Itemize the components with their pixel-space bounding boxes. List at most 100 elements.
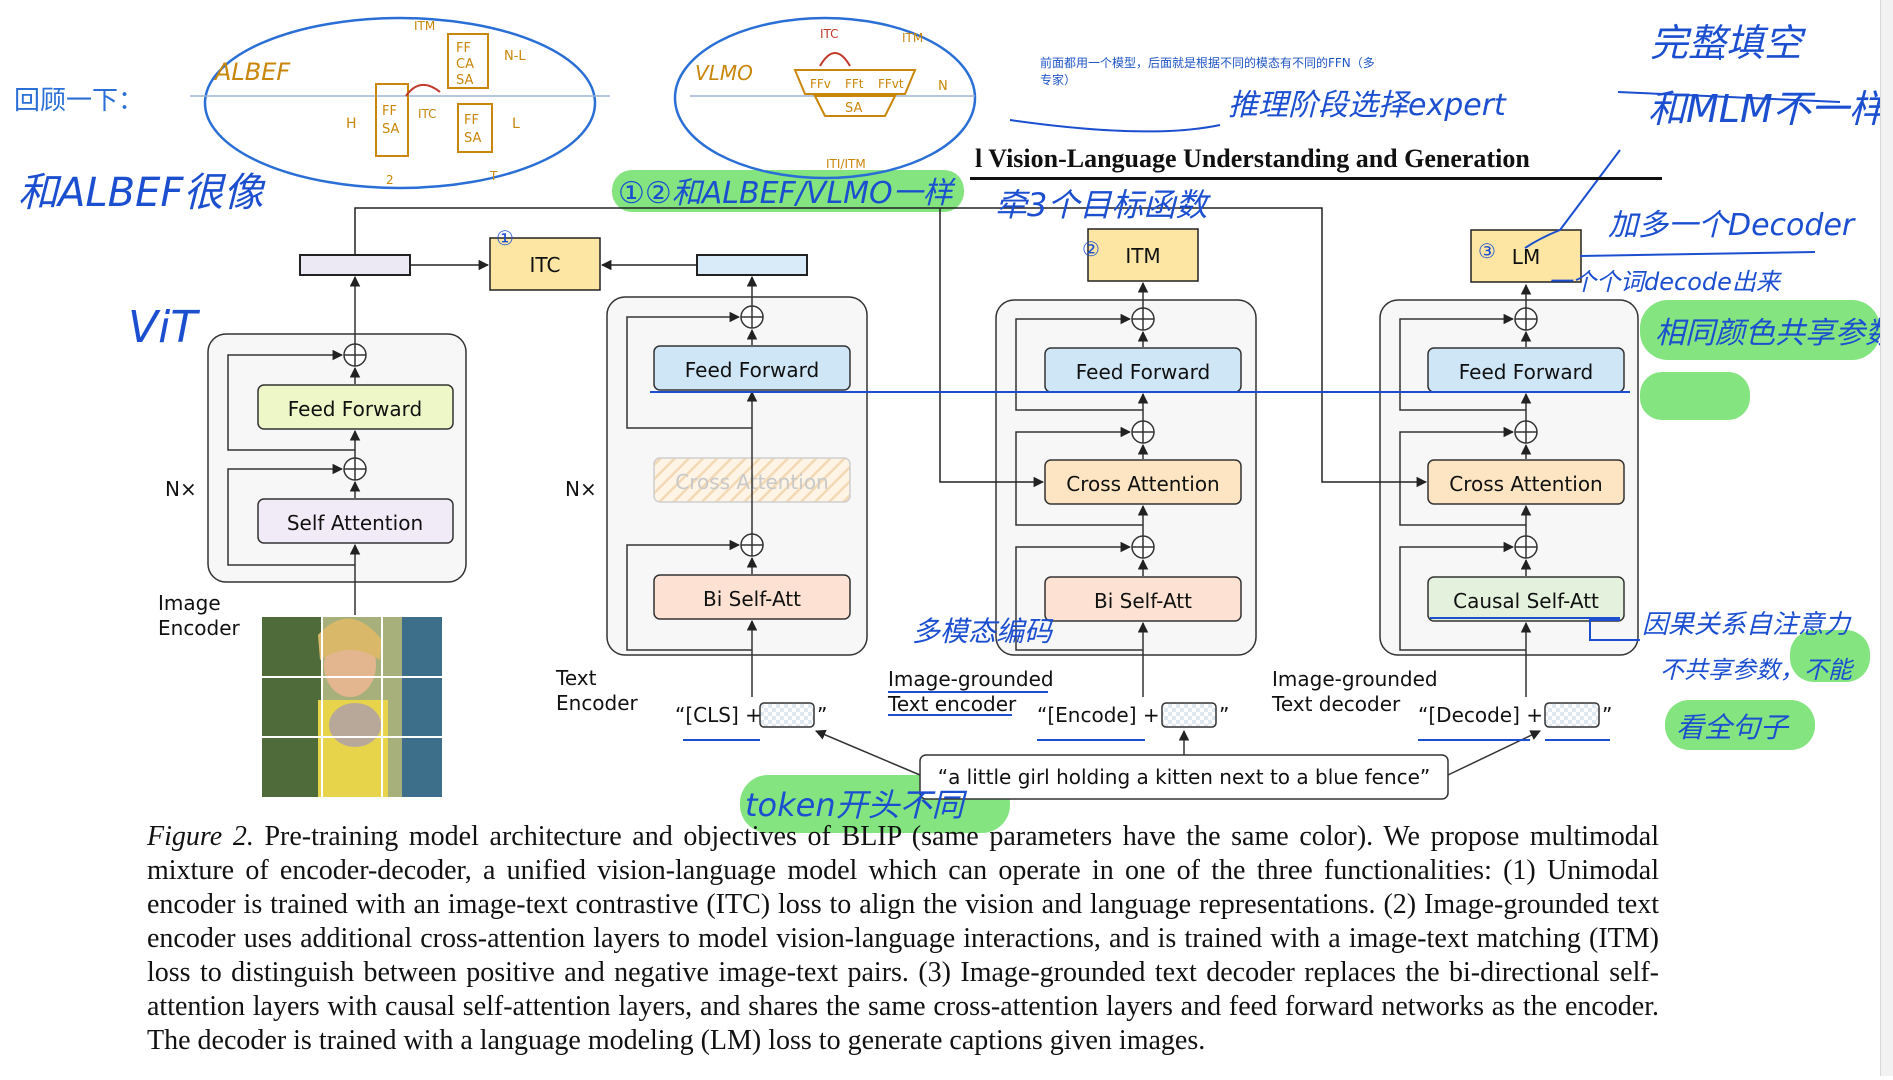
albef-title: ALBEF: [213, 58, 291, 86]
image-label-2: Encoder: [158, 616, 241, 640]
itc-box: [489, 237, 601, 291]
itc-section: ITC: [299, 237, 808, 291]
albef-nl: N-L: [504, 49, 526, 64]
albef-sa-right: SA: [464, 131, 481, 146]
grounded-decoder-input: “[Decode] +: [1418, 703, 1543, 727]
hw-albef-like: 和ALBEF很像: [18, 170, 264, 216]
hw-diff-mlm: 和MLM不一样: [1648, 87, 1887, 131]
grounded-encoder-input: “[Encode] +: [1037, 703, 1160, 727]
image-encoder: Feed Forward Self Attention N× Image Enc…: [158, 275, 467, 640]
hw-add-decoder: 加多一个Decoder: [1608, 208, 1855, 243]
image-encoder-ff-label: Feed Forward: [288, 397, 423, 421]
hw-same-color-share: 相同颜色共享参数: [1655, 316, 1893, 351]
caption-input: “a little girl holding a kitten next to …: [815, 729, 1541, 800]
hw-see-full: 看全句子: [1676, 711, 1789, 744]
hw-same-albef-vlmo: ①②和ALBEF/VLMO一样: [618, 176, 953, 211]
hw-vit: ViT: [128, 302, 198, 353]
paper-title: l Vision-Language Understanding and Gene…: [975, 144, 1530, 173]
vlmo-fft: FFt: [845, 77, 864, 91]
expert-stroke: [1009, 119, 1221, 133]
vlmo-itc: ITC: [820, 27, 839, 41]
circled-2: ②: [1082, 237, 1100, 261]
grounded-decoder-label-1: Image-grounded: [1272, 667, 1438, 691]
blue-annotation-lines: [650, 48, 1841, 741]
albef-l: L: [512, 116, 520, 132]
albef-ca-top: CA: [456, 57, 474, 72]
image-feature-routes: [354, 207, 1428, 488]
circled-1: ①: [496, 226, 514, 250]
vlmo-ffv: FFv: [810, 77, 831, 91]
figure-caption-body: Pre-training model architecture and obje…: [147, 821, 1660, 1056]
review-label: 回顾一下：: [14, 86, 145, 116]
green-highlights: [612, 170, 1880, 833]
albef-ff-left: FF: [382, 104, 397, 119]
albef-sketch: ALBEF FF CA SA FF SA FF SA ITM N-L ITC H…: [190, 16, 610, 190]
image-encoder-ff: [257, 384, 454, 430]
title-rule: [970, 177, 1662, 180]
itc-label: ITC: [530, 253, 561, 277]
text-encoder-sa-label: Bi Self-Att: [703, 587, 801, 611]
vlmo-sketch: VLMO FFv FFt FFvt SA ITC ITM N ITI/ITM: [673, 16, 977, 180]
albef-itm: ITM: [414, 19, 435, 33]
grounded-encoder-label-2: Text encoder: [887, 692, 1017, 716]
grounded-decoder-sa-label: Causal Self-Att: [1453, 589, 1599, 613]
lm-label: LM: [1512, 245, 1540, 269]
grounded-decoder-ca-label: Cross Attention: [1449, 472, 1603, 496]
grounded-text-encoder: Feed Forward Cross Attention Bi Self-Att…: [887, 228, 1257, 728]
hw-three-objectives: 牵3个目标函数: [995, 186, 1208, 224]
image-encoder-sa-label: Self Attention: [287, 511, 423, 535]
text-encoder-quote: ”: [817, 703, 827, 727]
hw-token-diff: token开头不同: [745, 786, 964, 824]
grounded-text-decoder: Feed Forward Cross Attention Causal Self…: [1271, 229, 1639, 728]
vlmo-iti: ITI/ITM: [826, 157, 866, 171]
vlmo-sa: SA: [845, 101, 862, 116]
figure-caption-label: Figure 2.: [147, 821, 254, 852]
image-encoder-sa: [257, 498, 454, 544]
image-encoder-nx: N×: [165, 477, 197, 501]
hw-causal-note: 因果关系自注意力: [1642, 610, 1851, 640]
hw-decode-word: 一个个词decode出来: [1548, 268, 1780, 296]
vlmo-ffvt: FFvt: [878, 77, 904, 91]
albef-2: 2: [386, 173, 394, 187]
grounded-decoder-label-2: Text decoder: [1271, 692, 1401, 716]
grounded-encoder-ff-label: Feed Forward: [1076, 360, 1211, 384]
grounded-encoder-quote: ”: [1219, 703, 1229, 727]
itm-label: ITM: [1125, 244, 1160, 268]
albef-sa-top: SA: [456, 73, 473, 88]
hw-mask-fill: 完整填空: [1650, 21, 1803, 65]
grounded-encoder-ca-label: Cross Attention: [1066, 472, 1220, 496]
figure-caption: Figure 2. Pre-training model architectur…: [147, 820, 1659, 1058]
expert-note: 前面都用一个模型，后面就是根据不同的模态有不同的FFN（多专家）: [1040, 56, 1375, 87]
text-encoder: Feed Forward Cross Attention Bi Self-Att…: [555, 275, 868, 728]
caption-input-text: “a little girl holding a kitten next to …: [938, 765, 1431, 789]
grounded-decoder-quote: ”: [1602, 703, 1612, 727]
image-feature-bar: [299, 254, 411, 276]
albef-t: T: [489, 169, 498, 183]
text-encoder-label-2: Encoder: [556, 691, 639, 715]
albef-h: H: [346, 116, 357, 132]
circled-3: ③: [1478, 239, 1496, 263]
albef-ff-right: FF: [464, 113, 479, 128]
hw-no-share: 不共享参数，不能: [1660, 656, 1852, 684]
text-encoder-input: “[CLS] +: [675, 703, 762, 727]
albef-itc: ITC: [418, 107, 437, 121]
grounded-encoder-sa-label: Bi Self-Att: [1094, 589, 1192, 613]
hw-multimodal-encoder: 多模态编码: [912, 615, 1053, 648]
vlmo-n: N: [938, 79, 948, 94]
text-encoder-ff-label: Feed Forward: [685, 358, 820, 382]
input-image: [262, 617, 442, 797]
albef-ff-top: FF: [456, 41, 471, 56]
text-encoder-nx: N×: [565, 477, 597, 501]
text-feature-bar: [696, 254, 808, 276]
vlmo-itm: ITM: [902, 31, 923, 45]
window-edge: [1880, 0, 1893, 1076]
text-encoder-label-1: Text: [555, 666, 597, 690]
albef-sa-left: SA: [382, 122, 399, 137]
grounded-decoder-ff-label: Feed Forward: [1459, 360, 1594, 384]
vlmo-title: VLMO: [695, 61, 753, 85]
grounded-encoder-label-1: Image-grounded: [888, 667, 1054, 691]
hw-expert-select: 推理阶段选择expert: [1228, 88, 1506, 123]
image-label-1: Image: [158, 591, 221, 615]
